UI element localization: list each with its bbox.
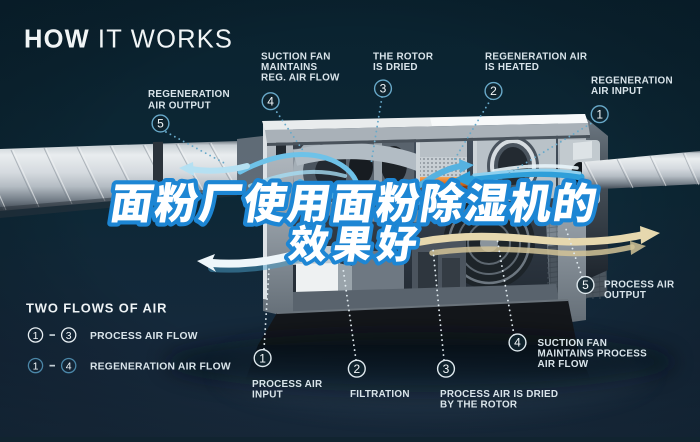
svg-text:REG. AIR FLOW: REG. AIR FLOW: [261, 73, 340, 84]
svg-text:REGENERATION AIR FLOW: REGENERATION AIR FLOW: [90, 362, 231, 373]
svg-text:FILTRATION: FILTRATION: [350, 389, 410, 400]
svg-text:TWO FLOWS OF AIR: TWO FLOWS OF AIR: [26, 301, 167, 316]
svg-text:PROCESS AIR: PROCESS AIR: [252, 379, 322, 390]
svg-text:1: 1: [596, 107, 603, 121]
svg-text:MAINTAINS: MAINTAINS: [261, 62, 318, 73]
svg-text:3: 3: [443, 362, 450, 376]
svg-text:PROCESS AIR IS DRIED: PROCESS AIR IS DRIED: [440, 389, 558, 400]
svg-text:OUTPUT: OUTPUT: [604, 290, 646, 301]
svg-text:1: 1: [33, 360, 39, 372]
svg-text:3: 3: [66, 330, 72, 342]
svg-text:INPUT: INPUT: [252, 390, 283, 401]
svg-text:REGENERATION: REGENERATION: [148, 89, 230, 100]
svg-text:4: 4: [514, 336, 521, 350]
svg-text:AIR INPUT: AIR INPUT: [591, 86, 643, 97]
svg-text:AIR OUTPUT: AIR OUTPUT: [148, 101, 211, 112]
svg-text:SUCTION FAN: SUCTION FAN: [261, 52, 331, 63]
svg-text:REGENERATION: REGENERATION: [591, 76, 673, 87]
svg-text:4: 4: [267, 94, 274, 108]
svg-text:SUCTION FAN: SUCTION FAN: [538, 338, 608, 349]
svg-text:AIR FLOW: AIR FLOW: [538, 359, 589, 370]
svg-text:MAINTAINS PROCESS: MAINTAINS PROCESS: [538, 349, 648, 360]
svg-text:REGENERATION AIR: REGENERATION AIR: [485, 52, 587, 63]
svg-text:5: 5: [582, 278, 589, 292]
svg-text:BY THE ROTOR: BY THE ROTOR: [440, 400, 517, 411]
svg-text:4: 4: [66, 360, 72, 372]
svg-text:PROCESS AIR FLOW: PROCESS AIR FLOW: [90, 331, 198, 342]
svg-text:2: 2: [490, 84, 497, 98]
svg-text:1: 1: [259, 351, 266, 365]
svg-text:1: 1: [33, 330, 39, 342]
svg-text:5: 5: [157, 117, 164, 131]
svg-text:THE ROTOR: THE ROTOR: [373, 52, 433, 63]
svg-text:PROCESS AIR: PROCESS AIR: [604, 280, 674, 291]
svg-text:IS DRIED: IS DRIED: [373, 62, 418, 73]
svg-text:3: 3: [380, 82, 387, 96]
svg-text:2: 2: [353, 362, 360, 376]
svg-text:IS HEATED: IS HEATED: [485, 62, 539, 73]
